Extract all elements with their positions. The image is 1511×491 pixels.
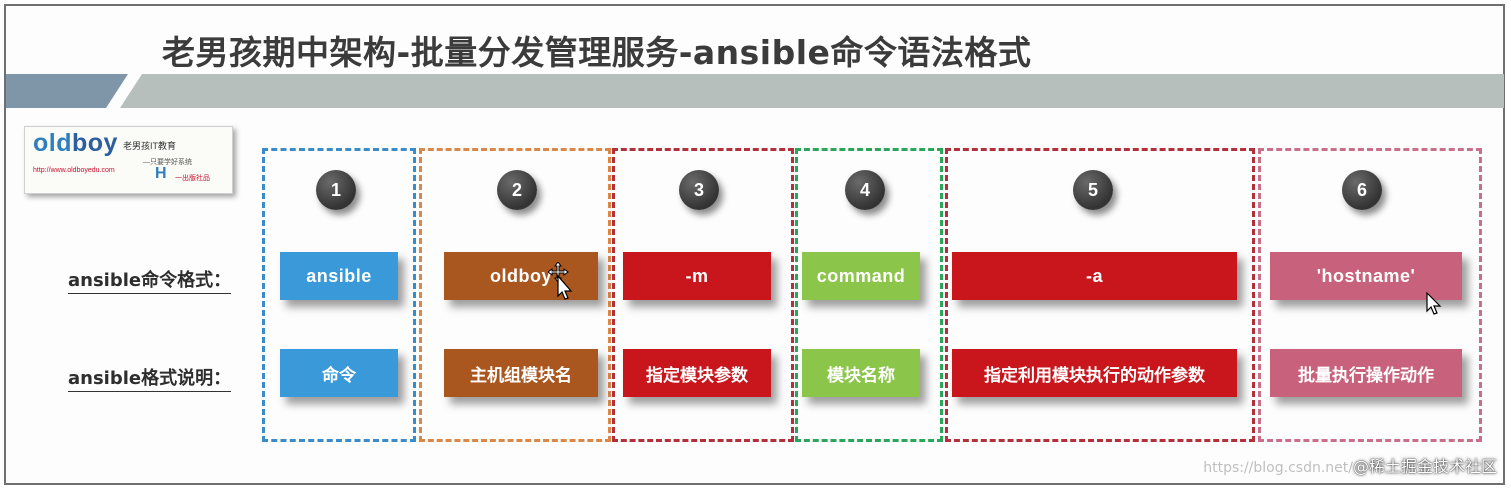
command-box-ansible: ansible [280, 252, 398, 300]
group-3-frame [612, 148, 794, 442]
header-band [6, 74, 1504, 108]
explain-box-action-param: 指定利用模块执行的动作参数 [952, 349, 1237, 397]
row-label-format: ansible命令格式： [68, 266, 232, 294]
command-box-oldboy: oldboy [444, 252, 598, 300]
group-6-frame [1258, 148, 1482, 442]
group-2-frame [419, 148, 611, 442]
arrow-cursor-icon [1426, 292, 1442, 315]
command-box-a-flag: -a [952, 252, 1237, 300]
step-number-3: 3 [679, 170, 719, 210]
group-5-frame [945, 148, 1255, 442]
step-number-1: 1 [316, 170, 356, 210]
explain-box-module-name: 模块名称 [802, 349, 920, 397]
logo-red-text: 一出版社品 [175, 175, 210, 182]
command-box-m-flag: -m [623, 252, 771, 300]
explain-box-batch-action: 批量执行操作动作 [1270, 349, 1462, 397]
step-number-2: 2 [497, 170, 537, 210]
explain-box-host-group: 主机组模块名 [444, 349, 598, 397]
logo-wordmark: oldboy [33, 129, 118, 157]
step-number-6: 6 [1342, 170, 1382, 210]
row-label-explain: ansible格式说明： [68, 364, 232, 392]
command-box-command-module: command [802, 252, 920, 300]
logo-cn-name: 老男孩IT教育 [123, 141, 176, 151]
command-box-hostname: 'hostname' [1270, 252, 1462, 300]
watermark: https://blog.csdn.net/@稀土掘金技术社区 [1203, 457, 1497, 476]
slide-title: 老男孩期中架构-批量分发管理服务-ansible命令语法格式 [162, 33, 1032, 72]
logo-h-mark: H [155, 165, 167, 182]
oldboy-logo: oldboy 老男孩IT教育 —只要学好系统 http://www.oldboy… [24, 126, 233, 194]
group-4-frame [795, 148, 943, 442]
explain-box-command: 命令 [280, 349, 398, 397]
group-1-frame [262, 148, 416, 442]
explain-box-module-param: 指定模块参数 [623, 349, 771, 397]
step-number-5: 5 [1073, 170, 1113, 210]
logo-slogan: —只要学好系统 [143, 159, 192, 166]
step-number-4: 4 [845, 170, 885, 210]
logo-url: http://www.oldboyedu.com [33, 167, 115, 174]
move-cursor-icon [548, 262, 573, 300]
